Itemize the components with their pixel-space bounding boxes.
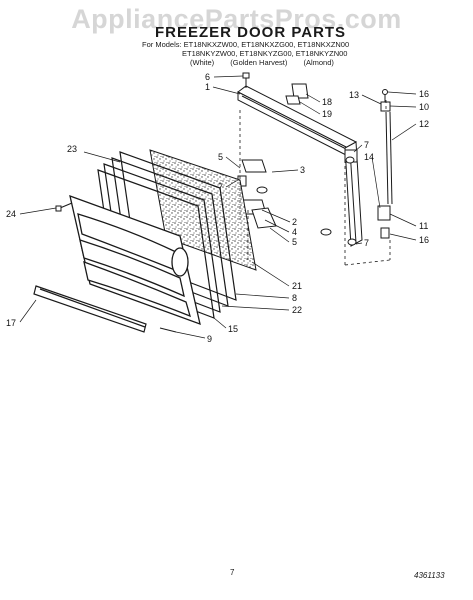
model-list: For Models: ET18NKXZW00, ET18NKXZG00, ET…: [142, 40, 349, 58]
models-line-2: ET18NKYZW00, ET18NKYZG00, ET18NKYZN00: [182, 49, 348, 58]
callout-1: 1: [205, 82, 210, 92]
side-channel-bar: [344, 141, 363, 247]
callout-22: 22: [292, 305, 302, 315]
callout-16a: 16: [419, 89, 429, 99]
callout-labels: 6 1 5 7 3 2 4 5 21 8 22 15 9 23 24 17 18…: [6, 72, 429, 344]
callout-7a: 7: [218, 182, 223, 192]
screw-9: [159, 327, 177, 333]
callout-21: 21: [292, 281, 302, 291]
callout-19: 19: [322, 109, 332, 119]
callout-17: 17: [6, 318, 16, 328]
color-list: (White) (Golden Harvest) (Almond): [190, 58, 348, 67]
door-bottom-trim: [33, 285, 147, 333]
diagram-title: FREEZER DOOR PARTS: [155, 24, 347, 41]
reference-number: 4361133: [414, 571, 445, 580]
callout-23: 23: [67, 144, 77, 154]
models-line-1: For Models: ET18NKXZW00, ET18NKXZG00, ET…: [142, 40, 350, 49]
callout-8: 8: [292, 293, 297, 303]
alignment-lines: [239, 100, 391, 266]
callout-3: 3: [300, 165, 305, 175]
color-white: (White): [190, 58, 215, 67]
door-liner: [69, 194, 201, 326]
callout-2: 2: [292, 217, 297, 227]
page-number: 7: [230, 568, 235, 577]
callout-11: 11: [419, 221, 428, 231]
callout-13: 13: [349, 90, 359, 100]
right-hinge-assembly: [377, 89, 393, 239]
callout-9: 9: [207, 334, 212, 344]
callout-12: 12: [419, 119, 429, 129]
leader-lines: [19, 75, 417, 339]
callout-14: 14: [364, 152, 374, 162]
top-clips: [285, 83, 309, 105]
hinge-cluster: [237, 156, 357, 246]
color-almond: (Almond): [303, 58, 334, 67]
callout-5b: 5: [292, 237, 297, 247]
callout-15: 15: [228, 324, 238, 334]
watermark: AppliancePartsPros.com: [71, 4, 402, 34]
screw-24: [55, 202, 73, 212]
callout-18: 18: [322, 97, 332, 107]
callout-24: 24: [6, 209, 16, 219]
callout-7b: 7: [364, 140, 369, 150]
callout-16b: 16: [419, 235, 429, 245]
callout-7c: 7: [364, 238, 369, 248]
callout-4: 4: [292, 227, 297, 237]
color-golden-harvest: (Golden Harvest): [230, 58, 288, 67]
callout-6: 6: [205, 72, 210, 82]
screw-6: [242, 72, 250, 88]
callout-10: 10: [419, 102, 429, 112]
callout-5a: 5: [218, 152, 223, 162]
